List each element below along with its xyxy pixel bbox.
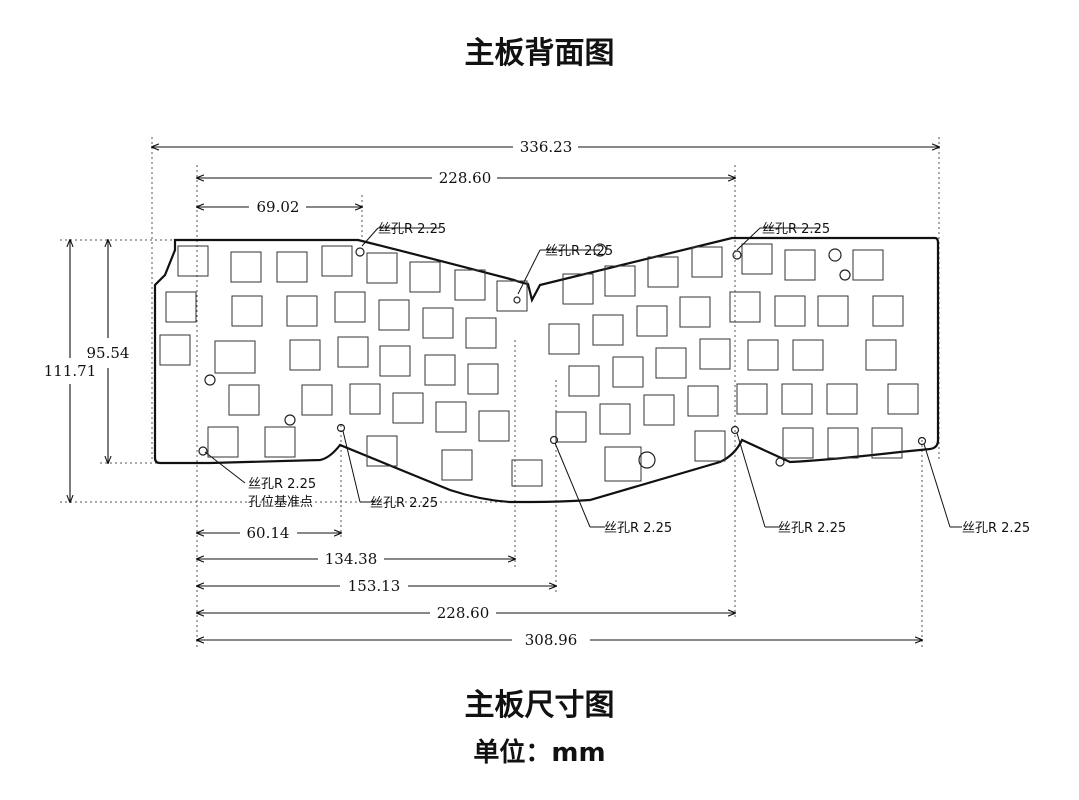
hole-label-top-center: 丝孔R 2.25: [545, 244, 613, 259]
dim-height-inner: 95.54: [87, 344, 130, 362]
unit-label: 单位：mm: [473, 738, 606, 768]
hole-label-bottom-right: 丝孔R 2.25: [962, 521, 1030, 536]
dim-lower-1: 60.14: [247, 524, 290, 542]
dim-lower-3: 153.13: [348, 577, 401, 595]
hole-label-bottom-right-center: 丝孔R 2.25: [778, 521, 846, 536]
dim-upper-inner: 228.60: [439, 169, 492, 187]
dim-lower-5: 308.96: [525, 631, 578, 649]
pcb-outline: [153, 236, 940, 504]
leader-lines: [204, 227, 962, 528]
hole-label-top-right: 丝孔R 2.25: [762, 222, 830, 237]
hole-label-bottom-left-center: 丝孔R 2.25: [370, 496, 438, 511]
dim-lower-2: 134.38: [325, 550, 378, 568]
hole-label-bottom-center: 丝孔R 2.25: [604, 521, 672, 536]
hole-label-bottom-left: 丝孔R 2.25: [248, 477, 316, 492]
page-title: 主板背面图: [464, 36, 615, 71]
hole-reference-point-label: 孔位基准点: [248, 495, 313, 510]
mounting-holes: [198, 243, 927, 469]
dim-overall-width: 336.23: [520, 138, 573, 156]
dimension-lines: [70, 147, 939, 640]
dim-height-outer: 111.71: [44, 362, 97, 380]
extension-lines: [60, 137, 940, 650]
dim-lower-4: 228.60: [437, 604, 490, 622]
diagram-title: 主板尺寸图: [464, 688, 615, 723]
dim-upper-left: 69.02: [257, 198, 300, 216]
switch-footprints: [159, 243, 919, 487]
hole-label-top-left: 丝孔R 2.25: [378, 222, 446, 237]
